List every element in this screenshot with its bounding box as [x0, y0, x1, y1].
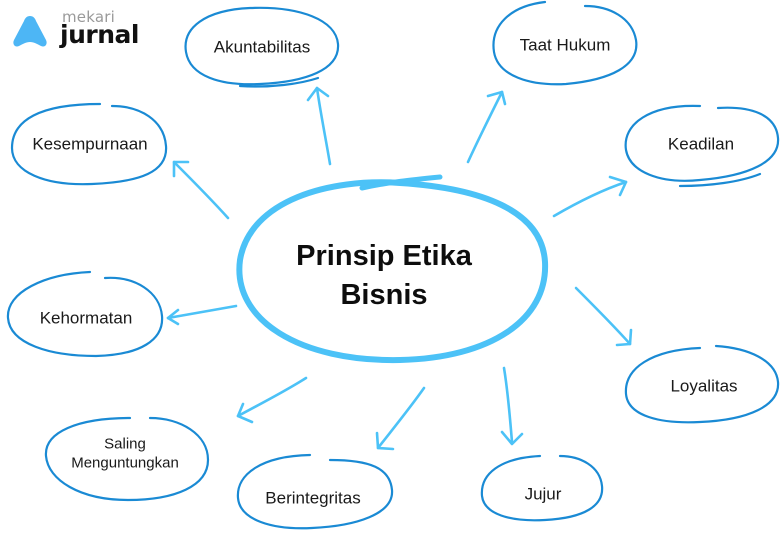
node-outline-loyalitas — [624, 344, 780, 424]
node-outline-taat-hukum — [492, 0, 638, 86]
node-outline-akuntabilitas — [184, 6, 340, 88]
node-saling-menguntungkan: Saling Menguntungkan — [71, 435, 179, 473]
arrow-to-kehormatan — [166, 304, 238, 326]
node-berintegritas: Berintegritas — [265, 488, 361, 508]
arrow-to-kesempurnaan — [172, 160, 230, 220]
node-saling-menguntungkan-line2: Menguntungkan — [71, 454, 179, 471]
arrow-to-taat-hukum — [466, 90, 507, 164]
mekari-jurnal-logo: mekari jurnal — [10, 6, 140, 54]
node-kesempurnaan: Kesempurnaan — [32, 134, 148, 154]
node-jujur: Jujur — [524, 484, 562, 504]
logo-mark-icon — [13, 16, 47, 47]
node-saling-menguntungkan-line1: Saling — [104, 435, 146, 453]
node-keadilan: Keadilan — [667, 134, 735, 154]
node-outline-jujur — [480, 454, 604, 522]
node-akuntabilitas: Akuntabilitas — [213, 37, 311, 57]
node-kehormatan: Kehormatan — [39, 308, 133, 328]
brand-jurnal: jurnal — [60, 20, 139, 49]
arrow-to-saling-menguntungkan — [236, 376, 308, 424]
brand-mekari: mekari — [62, 8, 115, 26]
arrow-to-jujur — [500, 366, 524, 446]
center-title-line1: Prinsip Etika — [296, 239, 472, 272]
arrow-to-berintegritas — [375, 386, 426, 451]
center-title-line2: Bisnis — [340, 279, 428, 311]
arrow-to-akuntabilitas — [306, 86, 332, 166]
node-loyalitas: Loyalitas — [670, 376, 738, 396]
arrow-to-keadilan — [552, 175, 628, 218]
center-ellipse — [236, 174, 549, 364]
node-taat-hukum: Taat Hukum — [519, 35, 611, 55]
node-outline-kesempurnaan — [10, 102, 168, 186]
arrow-to-loyalitas — [574, 286, 633, 347]
node-outline-berintegritas — [236, 453, 394, 530]
node-outline-keadilan — [624, 104, 780, 188]
center-topic: Prinsip Etika Bisnis — [296, 237, 472, 315]
node-outline-saling-menguntungkan — [44, 416, 210, 502]
node-outline-kehormatan — [6, 270, 164, 358]
